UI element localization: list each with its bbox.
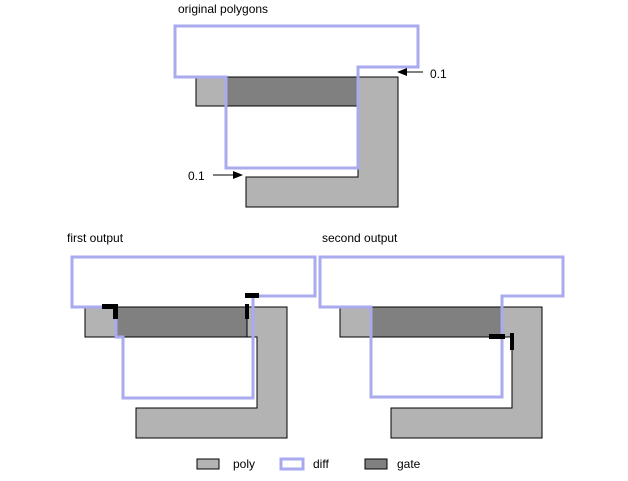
spacing-label-lower: 0.1 <box>188 169 205 183</box>
legend: poly diff gate <box>196 457 421 471</box>
legend-item-gate: gate <box>364 457 421 471</box>
legend-item-diff: diff <box>279 457 329 471</box>
diff-shape <box>70 255 317 400</box>
legend-swatch-diff <box>279 457 305 471</box>
panel-first-title: first output <box>67 231 124 245</box>
spacing-label-upper: 0.1 <box>430 67 447 81</box>
panel-second-title: second output <box>322 231 398 245</box>
panel-original: original polygons 0.1 0.1 <box>173 2 447 208</box>
gate-shape <box>115 306 248 338</box>
diff-shape <box>173 24 420 170</box>
edge-marker <box>113 304 118 319</box>
edge-markers <box>102 293 259 319</box>
gate-shape <box>225 76 359 107</box>
edge-marker <box>245 304 249 319</box>
edge-marker <box>510 333 514 350</box>
edge-marker <box>102 304 118 309</box>
legend-label-diff: diff <box>313 457 329 471</box>
panel-original-title: original polygons <box>178 2 268 16</box>
panel-first-output: first output <box>67 231 317 439</box>
edge-marker <box>245 293 259 298</box>
gate-shape <box>370 306 503 338</box>
edge-marker <box>489 334 505 339</box>
diff-shape <box>318 255 565 399</box>
legend-label-gate: gate <box>397 457 421 471</box>
legend-label-poly: poly <box>233 457 255 471</box>
legend-swatch-gate <box>364 458 388 470</box>
legend-item-poly: poly <box>196 457 255 471</box>
legend-swatch-poly <box>196 458 220 470</box>
edge-markers <box>489 333 514 350</box>
panel-second-output: second output <box>318 231 565 439</box>
